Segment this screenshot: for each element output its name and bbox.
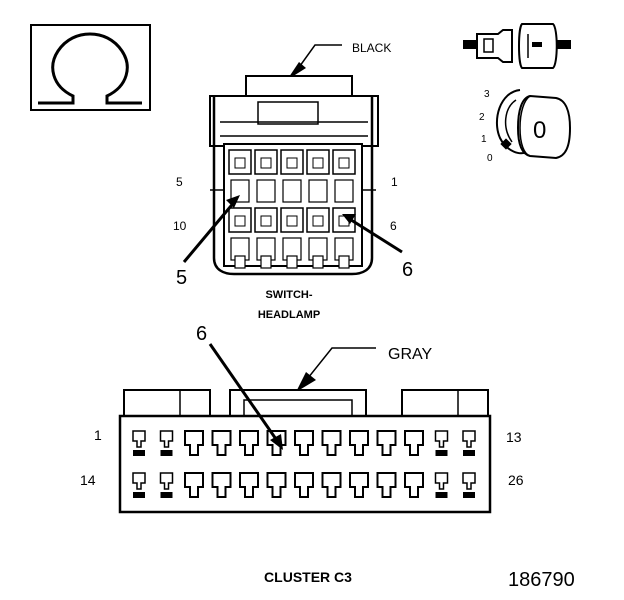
headlamp-switch-title-line2: HEADLAMP xyxy=(258,309,320,321)
headlamp-pin-6-label: 6 xyxy=(390,219,397,233)
cluster-terminal xyxy=(462,472,476,498)
headlamp-cavity xyxy=(228,207,252,261)
headlamp-pin-5-label: 5 xyxy=(176,175,183,189)
cluster-terminal xyxy=(239,430,259,456)
cluster-terminal xyxy=(376,430,397,456)
headlamp-cavity xyxy=(254,149,278,203)
cluster-terminal xyxy=(211,430,232,456)
knob-label: 0 xyxy=(533,117,546,144)
headlamp-pin-10-label: 10 xyxy=(173,219,187,233)
cluster-terminal xyxy=(184,430,204,456)
cluster-terminal xyxy=(132,430,146,456)
headlamp-cavity xyxy=(332,149,356,203)
cluster-pin-1-label: 1 xyxy=(94,427,102,443)
headlamp-cavity xyxy=(306,149,330,203)
headlamp-latch xyxy=(234,255,246,269)
cluster-terminal xyxy=(239,472,259,498)
cluster-title: CLUSTER C3 xyxy=(264,569,352,585)
cluster-terminal xyxy=(376,472,397,498)
headlamp-cavity xyxy=(228,149,252,203)
gray-wire-label: GRAY xyxy=(388,346,432,363)
meter-position-3: 3 xyxy=(484,89,490,100)
cluster-terminal xyxy=(321,472,342,498)
cluster-terminal xyxy=(132,472,146,498)
cluster-terminal xyxy=(462,430,476,456)
cluster-terminal xyxy=(404,430,424,456)
cluster-terminal xyxy=(434,430,449,456)
cluster-pin-13-label: 13 xyxy=(506,429,522,445)
ohm-icon xyxy=(38,32,142,105)
cluster-terminal xyxy=(434,472,449,498)
meter-position-2: 2 xyxy=(479,112,485,123)
headlamp-latch xyxy=(312,255,324,269)
headlamp-callout-6: 6 xyxy=(402,259,413,281)
cluster-callout-6: 6 xyxy=(196,323,207,345)
cluster-terminal xyxy=(266,472,287,498)
selector-knob-icon: 3 2 1 0 0 xyxy=(479,89,572,164)
cluster-terminal xyxy=(184,472,204,498)
cluster-terminal xyxy=(159,472,174,498)
headlamp-latch xyxy=(338,255,350,269)
cluster-terminal xyxy=(349,472,369,498)
cluster-c3-connector: GRAY 6 1 13 14 26 CLUSTER C3 xyxy=(80,323,524,585)
cluster-terminal xyxy=(159,430,174,456)
headlamp-cavity xyxy=(280,207,304,261)
cluster-terminal xyxy=(211,472,232,498)
probe-icon xyxy=(463,23,571,69)
cluster-terminal xyxy=(294,430,314,456)
cluster-terminal xyxy=(404,472,424,498)
ohm-symbol-box xyxy=(30,24,151,111)
headlamp-callout-5: 5 xyxy=(176,267,187,289)
cluster-pin-14-label: 14 xyxy=(80,472,96,488)
headlamp-cavity xyxy=(306,207,330,261)
headlamp-switch-title-line1: SWITCH- xyxy=(265,289,312,301)
cluster-terminal xyxy=(294,472,314,498)
cluster-pin-26-label: 26 xyxy=(508,472,524,488)
headlamp-pin-1-label: 1 xyxy=(391,175,398,189)
meter-position-1: 1 xyxy=(481,134,487,145)
cluster-terminal xyxy=(321,430,342,456)
headlamp-cavity xyxy=(280,149,304,203)
headlamp-switch-connector: BLACK 5 1 10 6 5 6 SWITCH- HEADLAMP xyxy=(173,41,413,321)
cluster-terminal xyxy=(349,430,369,456)
headlamp-latch xyxy=(260,255,272,269)
black-wire-label: BLACK xyxy=(352,41,391,55)
headlamp-cavity xyxy=(332,207,356,261)
headlamp-cavity xyxy=(254,207,278,261)
meter-position-0: 0 xyxy=(487,153,493,164)
figure-number: 186790 xyxy=(508,569,575,591)
headlamp-latch xyxy=(286,255,298,269)
